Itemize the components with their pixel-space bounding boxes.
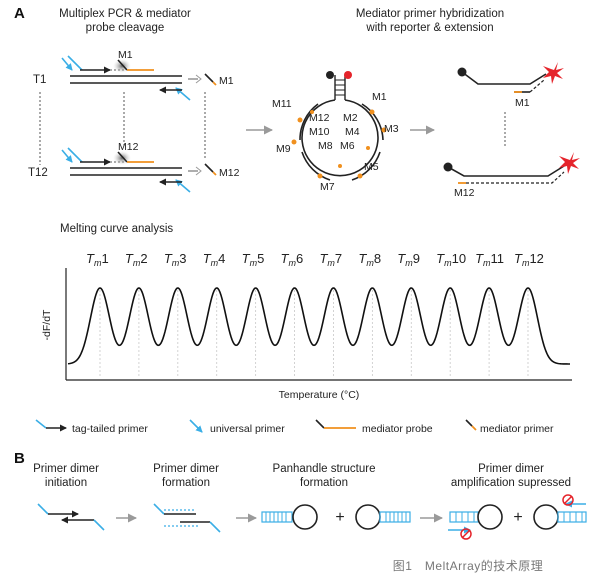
b-step2-line2: formation [162, 477, 210, 489]
ring-label-m7: M7 [320, 181, 335, 193]
ring-label-m4: M4 [345, 126, 360, 138]
extended-reporter-top [457, 62, 564, 93]
b-step1-line1: Primer dimer [33, 463, 99, 475]
tm-labels: Tm1 Tm2 Tm3 Tm4 Tm5 Tm6 Tm7 Tm8 Tm9 Tm10 Tm11 Tm12 [86, 251, 544, 268]
melting-curve-plot [65, 268, 572, 381]
b-dimer-formation [153, 503, 221, 533]
tm-label-2: Tm2 [125, 251, 148, 268]
b-step2-line1: Primer dimer [153, 463, 219, 475]
step1-title-line2: probe cleavage [86, 22, 165, 34]
released-label-top: M1 [219, 75, 234, 87]
b-dimer-initiation [37, 503, 105, 531]
tm-label-10: Tm10 [436, 251, 466, 268]
b-plus-2: + [513, 509, 522, 526]
b-step4-line2: amplification supressed [451, 477, 571, 489]
target-label-top: T1 [33, 74, 46, 86]
ext-label-top: M1 [515, 97, 530, 109]
figure-caption: 图1 MeltArray的技术原理 [393, 558, 544, 573]
pcr-duplex-bottom [61, 147, 191, 193]
legend-universal-primer: universal primer [210, 423, 285, 435]
step2-title-line1: Mediator primer hybridization [356, 8, 504, 20]
b-suppressed-2 [533, 494, 587, 530]
b-step3-line1: Panhandle structure [273, 463, 376, 475]
ring-label-m3: M3 [384, 123, 399, 135]
melt-title: Melting curve analysis [60, 223, 173, 235]
tm-label-9: Tm9 [397, 251, 420, 268]
y-axis-label: -dF/dT [41, 309, 53, 341]
pcr-duplex-top [61, 55, 191, 101]
legend-tag-tailed-primer-icon [35, 419, 67, 432]
b-step3-line2: formation [300, 477, 348, 489]
melting-curve [67, 287, 571, 365]
ring-label-m5: M5 [364, 161, 379, 173]
tm-label-8: Tm8 [358, 251, 381, 268]
tm-label-3: Tm3 [164, 251, 187, 268]
step2-title-line2: with reporter & extension [365, 22, 493, 34]
tm-label-7: Tm7 [319, 251, 342, 268]
ring-label-m6: M6 [340, 140, 355, 152]
legend-mediator-primer-icon [465, 419, 477, 431]
probe-label-top: M1 [118, 49, 133, 61]
ring-label-m12: M12 [309, 112, 330, 124]
legend: tag-tailed primer universal primer media… [35, 419, 554, 435]
probe-label-bottom: M12 [118, 141, 139, 153]
ring-label-m1: M1 [372, 91, 387, 103]
legend-mediator-probe-icon [315, 419, 356, 429]
ring-label-m10: M10 [309, 126, 330, 138]
reporter-ring [291, 71, 387, 181]
tm-label-5: Tm5 [242, 251, 265, 268]
tm-label-6: Tm6 [281, 251, 304, 268]
legend-mediator-primer: mediator primer [480, 423, 554, 435]
legend-tag-tailed-primer: tag-tailed primer [72, 423, 148, 435]
b-panhandle-1 [261, 504, 318, 530]
x-axis-label: Temperature (°C) [279, 389, 360, 401]
legend-mediator-probe: mediator probe [362, 423, 433, 435]
target-label-bottom: T12 [28, 167, 48, 179]
released-label-bottom: M12 [219, 167, 240, 179]
ext-label-bottom: M12 [454, 187, 475, 199]
b-suppressed-1 [448, 504, 503, 540]
step1-title-line1: Multiplex PCR & mediator [59, 8, 191, 20]
tm-label-4: Tm4 [203, 251, 226, 268]
b-step1-line2: initiation [45, 477, 87, 489]
b-plus-1: + [335, 509, 344, 526]
tm-label-12: Tm12 [514, 251, 544, 268]
ring-label-m8: M8 [318, 140, 333, 152]
ring-label-m9: M9 [276, 143, 291, 155]
b-step4-line1: Primer dimer [478, 463, 544, 475]
extended-reporter-bottom [443, 152, 580, 184]
panel-a-letter: A [14, 5, 25, 22]
b-panhandle-2 [355, 504, 411, 530]
panel-b-letter: B [14, 450, 25, 467]
tm-label-11: Tm11 [475, 251, 504, 268]
tm-label-1: Tm1 [86, 251, 109, 268]
ring-label-m2: M2 [343, 112, 358, 124]
ring-label-m11: M11 [272, 98, 292, 110]
legend-universal-primer-icon [189, 419, 203, 433]
